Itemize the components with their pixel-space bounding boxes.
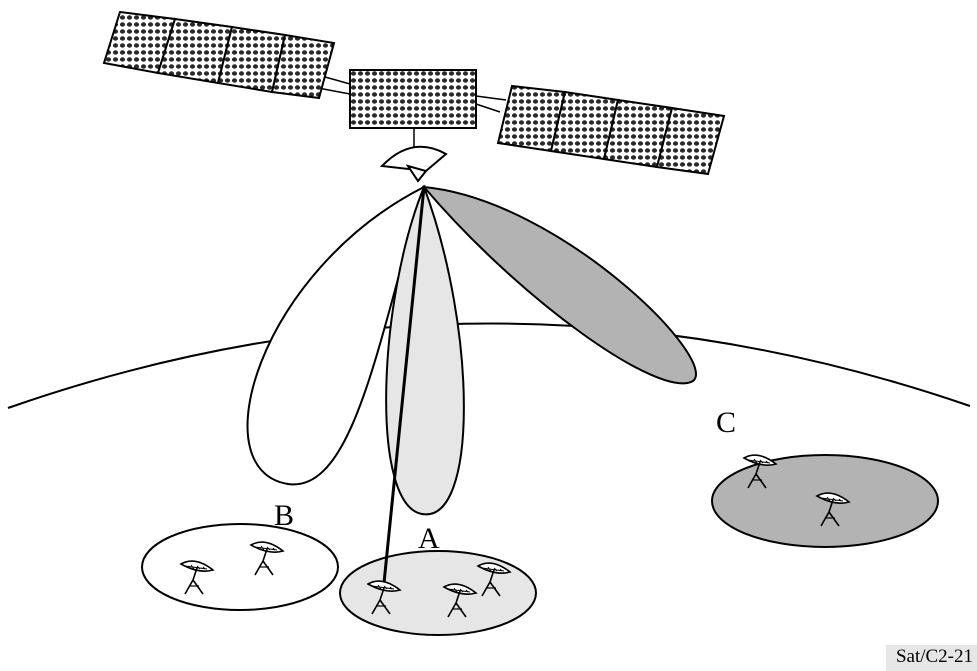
beam-to-zone-a	[385, 184, 465, 516]
solar-array-left	[102, 10, 336, 100]
coverage-zone-c	[711, 454, 939, 548]
satellite-bus	[349, 69, 477, 129]
satellite	[102, 10, 726, 176]
reference-label: Sat/C2-21	[895, 646, 973, 667]
zone-label-b: B	[274, 499, 294, 532]
antenna-reflector	[379, 127, 448, 183]
earth-horizon	[7, 322, 971, 409]
zone-label-c: C	[716, 406, 736, 439]
solar-array-right	[496, 84, 726, 176]
zone-label-a: A	[418, 522, 440, 555]
beam-to-zone-c	[421, 185, 697, 385]
coverage-zone-b	[141, 523, 339, 611]
beam-to-zone-b	[246, 185, 426, 486]
coverage-zone-a	[339, 550, 537, 636]
link-line	[382, 186, 426, 584]
reference-tag: Sat/C2-21	[886, 645, 977, 671]
